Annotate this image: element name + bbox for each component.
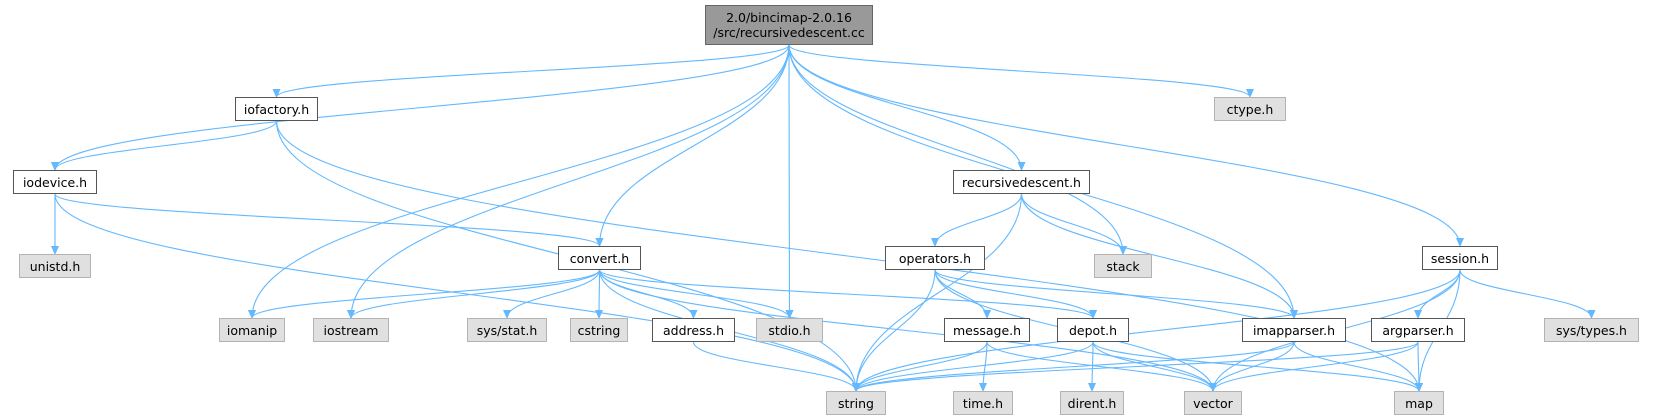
edge-depot-to-string xyxy=(852,341,1094,392)
node-imapparser[interactable]: imapparser.h xyxy=(1242,318,1346,342)
node-label: address.h xyxy=(662,322,724,338)
node-label: imapparser.h xyxy=(1252,322,1336,338)
edge-root-to-ctype xyxy=(788,44,1254,98)
edge-root-to-stack xyxy=(788,44,1127,255)
node-time: time.h xyxy=(953,391,1013,415)
edge-convert-to-cstring xyxy=(595,269,604,319)
edge-imapparser-to-string xyxy=(852,341,1295,392)
edge-convert-to-iomanip xyxy=(248,269,601,319)
node-label: sys/types.h xyxy=(1556,322,1627,338)
node-iodevice[interactable]: iodevice.h xyxy=(13,170,97,194)
node-label: unistd.h xyxy=(29,258,81,274)
node-label: iodevice.h xyxy=(22,174,88,190)
edge-imapparser-to-map xyxy=(1293,341,1423,392)
edge-recursivedescent-to-string xyxy=(852,193,1023,392)
edge-convert-to-sysstat xyxy=(503,269,601,319)
node-session[interactable]: session.h xyxy=(1422,246,1498,270)
edge-root-to-iodevice xyxy=(51,44,790,171)
node-iomanip: iomanip xyxy=(219,318,285,342)
node-label: string xyxy=(838,395,874,411)
node-label: operators.h xyxy=(898,250,972,266)
node-label: convert.h xyxy=(569,250,630,266)
edge-root-to-iostream xyxy=(347,44,790,319)
node-label: vector xyxy=(1193,395,1233,411)
node-iostream: iostream xyxy=(313,318,389,342)
node-label: session.h xyxy=(1430,250,1490,266)
node-label: ctype.h xyxy=(1226,101,1274,117)
edge-argparser-to-map xyxy=(1414,341,1423,392)
root-path-line1: 2.0/bincimap-2.0.16 xyxy=(726,10,852,25)
edge-depot-to-dirent xyxy=(1088,341,1097,392)
node-string: string xyxy=(826,391,886,415)
node-map: map xyxy=(1394,391,1444,415)
node-label: depot.h xyxy=(1068,322,1117,338)
node-iofactory[interactable]: iofactory.h xyxy=(235,97,318,121)
edge-convert-to-vector xyxy=(598,269,1217,392)
node-vector: vector xyxy=(1184,391,1242,415)
node-label: dirent.h xyxy=(1067,395,1117,411)
node-dirent: dirent.h xyxy=(1060,391,1124,415)
edge-depot-to-map xyxy=(1092,341,1423,392)
edge-root-to-stdio xyxy=(785,44,794,319)
edge-argparser-to-vector xyxy=(1209,341,1419,392)
node-root-file: 2.0/bincimap-2.0.16 /src/recursivedescen… xyxy=(705,5,873,45)
edge-iodevice-to-string xyxy=(54,193,860,392)
node-recursivedescent[interactable]: recursivedescent.h xyxy=(953,170,1090,194)
node-label: stack xyxy=(1106,258,1140,274)
node-label: sys/stat.h xyxy=(476,322,538,338)
edge-operators-to-imapparser xyxy=(934,269,1298,319)
node-label: iomanip xyxy=(226,322,278,338)
node-label: map xyxy=(1405,395,1433,411)
edge-operators-to-string xyxy=(852,269,936,392)
node-stdio: stdio.h xyxy=(756,318,823,342)
node-label: argparser.h xyxy=(1382,322,1454,338)
edge-recursivedescent-to-stack xyxy=(1020,193,1127,255)
edge-convert-to-stdio xyxy=(598,269,794,319)
node-cstring: cstring xyxy=(570,318,628,342)
edge-operators-to-depot xyxy=(934,269,1097,319)
edge-argparser-to-string xyxy=(852,341,1419,392)
edge-recursivedescent-to-operators xyxy=(931,193,1023,247)
node-operators[interactable]: operators.h xyxy=(885,246,985,270)
edge-root-to-iomanip xyxy=(248,44,790,319)
edge-recursivedescent-to-imapparser xyxy=(1020,193,1298,319)
node-label: iofactory.h xyxy=(243,101,310,117)
node-sys-types: sys/types.h xyxy=(1544,318,1639,342)
node-convert[interactable]: convert.h xyxy=(558,246,641,270)
edge-address-to-string xyxy=(692,341,860,392)
edge-iofactory-to-map xyxy=(275,120,1423,392)
edge-message-to-string xyxy=(852,341,988,392)
edge-convert-to-depot xyxy=(598,269,1097,319)
edge-session-to-systypes xyxy=(1459,269,1596,319)
node-label: message.h xyxy=(952,322,1022,338)
node-address[interactable]: address.h xyxy=(652,318,735,342)
edge-session-to-argparser xyxy=(1414,269,1461,319)
node-label: stdio.h xyxy=(768,322,811,338)
node-stack: stack xyxy=(1094,254,1152,278)
edge-root-to-iofactory xyxy=(272,44,790,98)
edge-convert-to-iostream xyxy=(347,269,601,319)
node-label: iostream xyxy=(323,322,379,338)
node-sys-stat: sys/stat.h xyxy=(467,318,547,342)
node-ctype: ctype.h xyxy=(1214,97,1286,121)
node-label: cstring xyxy=(577,322,621,338)
edge-imapparser-to-vector xyxy=(1209,341,1295,392)
node-message[interactable]: message.h xyxy=(944,318,1030,342)
edge-message-to-vector xyxy=(986,341,1217,392)
edge-iodevice-to-convert xyxy=(54,193,604,247)
node-argparser[interactable]: argparser.h xyxy=(1371,318,1465,342)
edge-root-to-convert xyxy=(595,44,790,247)
edge-iofactory-to-iodevice xyxy=(51,120,278,171)
edge-message-to-time xyxy=(979,341,988,392)
node-depot[interactable]: depot.h xyxy=(1057,318,1129,342)
root-path-line2: /src/recursivedescent.cc xyxy=(713,25,865,40)
edge-depot-to-vector xyxy=(1092,341,1217,392)
edge-root-to-session xyxy=(788,44,1464,247)
node-label: time.h xyxy=(962,395,1004,411)
node-label: recursivedescent.h xyxy=(962,174,1081,190)
node-unistd: unistd.h xyxy=(19,254,91,278)
edge-session-to-string xyxy=(852,269,1461,392)
